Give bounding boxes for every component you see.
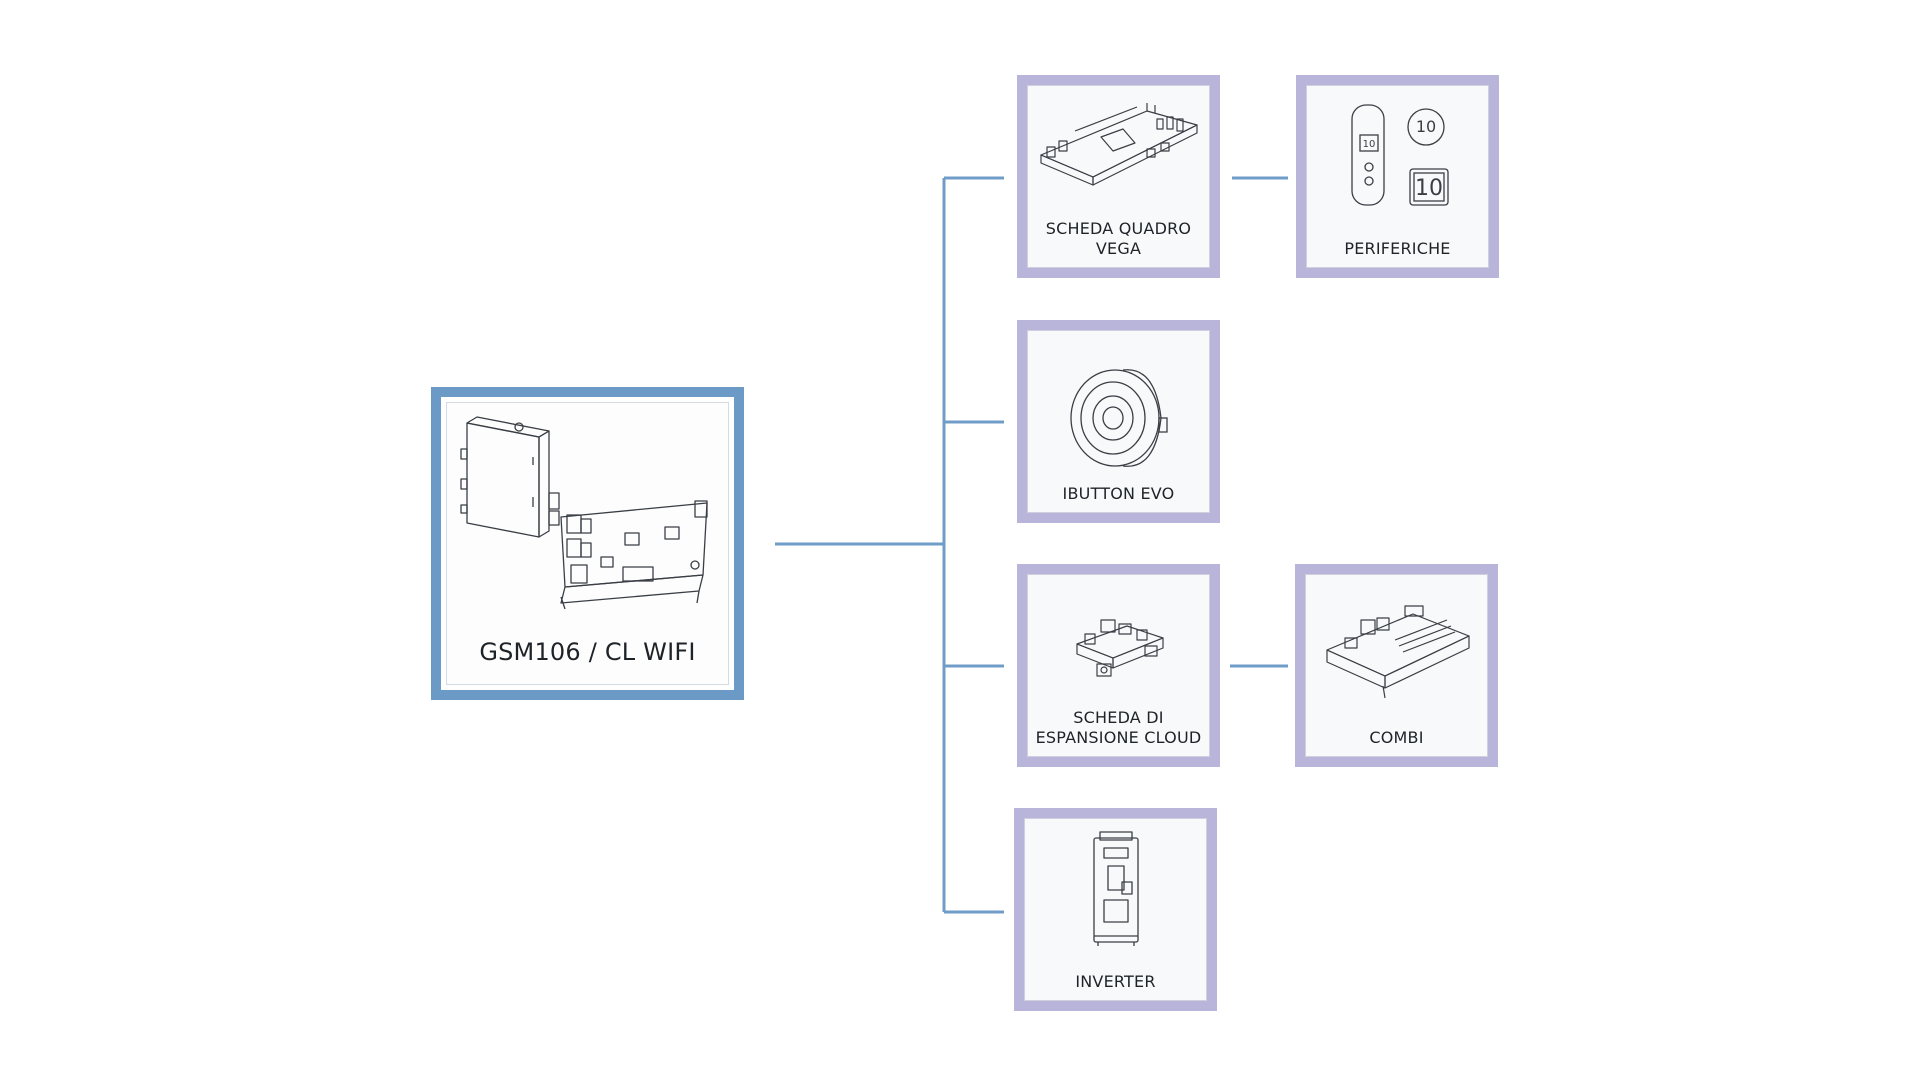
gsm-module-and-board-icon — [460, 416, 708, 610]
node-label: IBUTTON EVO — [1027, 484, 1210, 504]
label-line-1: INVERTER — [1075, 972, 1156, 991]
node-inverter: INVERTER — [1014, 808, 1217, 1011]
square-display-inner — [1413, 172, 1445, 202]
expansion-board-icon — [1076, 619, 1164, 677]
node-ibutton-evo: IBUTTON EVO — [1017, 320, 1220, 523]
round-display — [1407, 108, 1445, 146]
node-scheda-quadro-vega: SCHEDA QUADRO VEGA — [1017, 75, 1220, 278]
label-line-1: SCHEDA DI — [1073, 708, 1164, 727]
panel-display — [1359, 134, 1379, 152]
label-line-2: VEGA — [1095, 239, 1142, 258]
round-display-number: 10 — [1416, 117, 1436, 136]
label-line-1: IBUTTON EVO — [1062, 484, 1175, 503]
node-label: SCHEDA QUADRO VEGA — [1027, 219, 1210, 259]
node-periferiche: 10 10 10 PERIFERICHE — [1296, 75, 1499, 278]
panel-up-button — [1364, 162, 1374, 172]
label-line-1: PERIFERICHE — [1344, 239, 1451, 258]
inverter-unit-icon — [1093, 831, 1139, 946]
connector-group — [775, 176, 1288, 914]
node-inner-frame — [1306, 85, 1489, 268]
square-display — [1409, 168, 1449, 206]
ibutton-reader-icon — [1070, 369, 1168, 467]
node-gsm106-cl-wifi: GSM106 / CL WIFI — [431, 387, 744, 700]
combi-board-icon — [1326, 605, 1470, 699]
node-combi: COMBI — [1295, 564, 1498, 767]
label-line-1: COMBI — [1369, 728, 1424, 747]
main-label: GSM106 / CL WIFI — [479, 638, 696, 666]
square-display-number: 10 — [1415, 176, 1443, 201]
node-scheda-espansione-cloud: SCHEDA DI ESPANSIONE CLOUD — [1017, 564, 1220, 767]
node-label: SCHEDA DI ESPANSIONE CLOUD — [1027, 708, 1210, 748]
node-label: PERIFERICHE — [1306, 239, 1489, 259]
node-label: INVERTER — [1024, 972, 1207, 992]
floor-displays-icon: 10 10 10 — [1351, 104, 1449, 206]
node-inner-frame — [1027, 85, 1210, 268]
label-line-1: SCHEDA QUADRO — [1045, 219, 1192, 238]
panel-outline — [1351, 104, 1385, 206]
control-board-icon — [1040, 103, 1198, 186]
label-line-2: ESPANSIONE CLOUD — [1035, 728, 1202, 747]
node-inner-frame — [1027, 330, 1210, 513]
panel-down-button — [1364, 176, 1374, 186]
panel-number: 10 — [1363, 139, 1376, 150]
node-label: COMBI — [1305, 728, 1488, 748]
